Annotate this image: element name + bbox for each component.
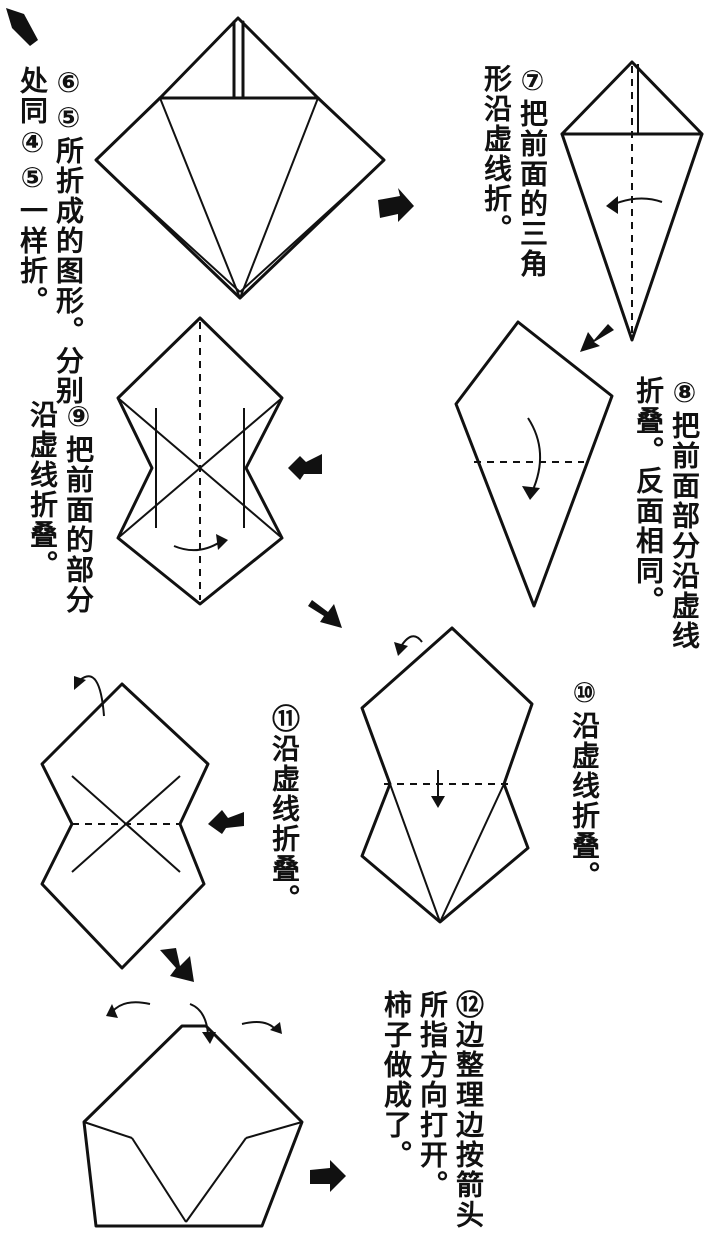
step-10-line-1: ⑩沿虚线折叠。	[568, 676, 601, 891]
step-12-line-2: 所指方向打开。	[416, 990, 449, 1200]
step-8-line-2: 折叠。反面相同。	[632, 376, 665, 616]
step-6-line-2: 处同④⑤一样折。	[16, 66, 49, 316]
step-8-instruction: ⑧把前面部分沿虚线 折叠。反面相同。	[630, 376, 702, 651]
step-11-line-1: ⑪沿虚线折叠。	[268, 704, 301, 914]
step-10-figure	[360, 626, 534, 924]
step-6-instruction: ⑥⑤所折成的图形。分别 处同④⑤一样折。	[14, 66, 86, 406]
step-7-instruction: ⑦把前面的三角 形沿虚线折。	[478, 64, 550, 279]
step-11-figure	[40, 675, 210, 970]
step-6-line-1: ⑥⑤所折成的图形。分别	[52, 66, 85, 406]
step-8-line-1: ⑧把前面部分沿虚线	[668, 376, 701, 651]
step-7-line-2: 形沿虚线折。	[480, 64, 513, 244]
step-12-line-1: ⑫边整理边按箭头	[452, 990, 485, 1230]
step-9-figure	[116, 316, 284, 606]
flow-arrow-icon	[308, 600, 342, 628]
step-6-figure	[94, 16, 386, 300]
step-11-instruction: ⑪沿虚线折叠。	[266, 704, 302, 914]
step-9-line-2: 沿虚线折叠。	[26, 400, 59, 580]
step-9-instruction: ⑨把前面的部分 沿虚线折叠。	[24, 400, 96, 615]
step-12-line-3: 柿子做成了。	[380, 990, 413, 1170]
flow-arrow-icon	[378, 188, 414, 222]
step-7-line-1: ⑦把前面的三角	[516, 64, 549, 279]
flow-arrow-icon	[160, 948, 194, 982]
step-7-figure	[560, 60, 704, 342]
step-12-figure	[82, 1001, 304, 1228]
step-12-instruction: ⑫边整理边按箭头 所指方向打开。 柿子做成了。	[378, 990, 486, 1230]
flow-arrow-icon	[288, 454, 322, 480]
flow-arrow-icon	[310, 1160, 346, 1192]
step-10-instruction: ⑩沿虚线折叠。	[566, 676, 602, 891]
step-8-figure	[454, 320, 614, 608]
flow-arrow-icon	[208, 810, 244, 834]
corner-arrow-icon	[6, 8, 38, 46]
step-9-line-1: ⑨把前面的部分	[62, 400, 95, 615]
flow-arrow-icon	[580, 324, 614, 352]
